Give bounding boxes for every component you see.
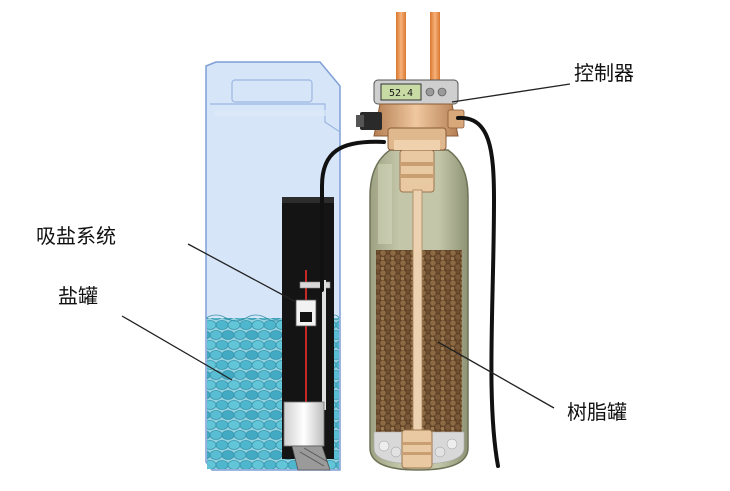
drain-hose (456, 115, 500, 468)
lower-distributor (401, 429, 433, 469)
distributor-tube (399, 149, 435, 469)
label-resin-tank: 树脂罐 (567, 400, 627, 424)
leader-controller (451, 83, 571, 103)
leader-brine-system (187, 243, 297, 303)
leader-resin-tank (437, 341, 555, 409)
label-brine-system: 吸盐系统 (36, 224, 116, 248)
inlet-outlet-pipes (396, 12, 440, 82)
display-reading: 52.4 (389, 88, 413, 99)
controller-valve: 52.4 (356, 79, 465, 151)
brine-well (282, 197, 334, 471)
controller-display (380, 83, 422, 101)
label-salt-tank: 盐罐 (58, 284, 98, 308)
brine-hose (320, 139, 386, 292)
label-controller: 控制器 (574, 61, 634, 85)
leader-salt-tank (121, 315, 233, 381)
